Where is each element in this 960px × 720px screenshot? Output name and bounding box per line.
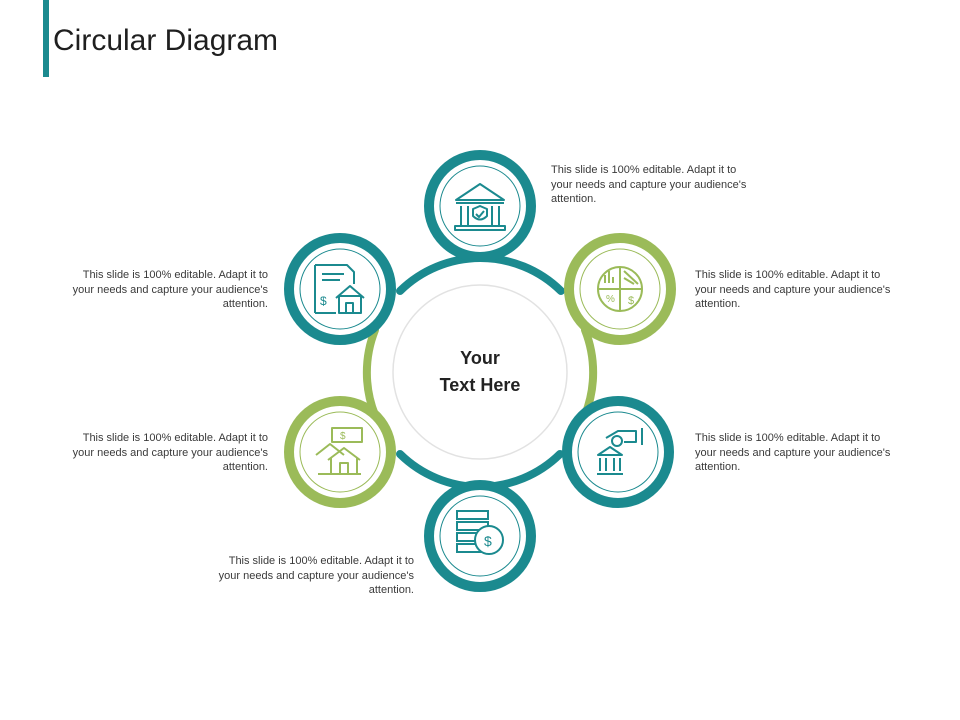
center-text: Your Text Here	[439, 348, 521, 395]
svg-text:$: $	[484, 533, 492, 549]
description-lower-right: This slide is 100% editable. Adapt it to…	[695, 432, 891, 473]
connector-arc-right	[581, 326, 598, 419]
node-top	[424, 150, 536, 262]
description-bottom: This slide is 100% editable. Adapt it to…	[218, 555, 414, 596]
description-lower-left: This slide is 100% editable. Adapt it to…	[72, 432, 268, 473]
description-upper-right: This slide is 100% editable. Adapt it to…	[695, 269, 891, 310]
svg-text:$: $	[628, 295, 634, 307]
title-accent-bar	[43, 0, 49, 77]
house-money-icon: $	[315, 427, 363, 475]
bank-shield-icon	[454, 183, 506, 231]
svg-text:$: $	[340, 431, 346, 442]
node-upper-right: % $	[564, 233, 676, 345]
page-title: Circular Diagram	[53, 24, 279, 57]
chart-percent-dollar-icon: % $	[597, 266, 643, 312]
document-house-dollar-icon: $	[314, 264, 365, 314]
node-upper-left: $	[284, 233, 396, 345]
svg-text:$: $	[320, 294, 327, 308]
description-top: This slide is 100% editable. Adapt it to…	[551, 164, 747, 205]
node-lower-right	[562, 396, 674, 508]
svg-text:%: %	[606, 294, 615, 305]
node-bottom: $	[424, 480, 536, 592]
hand-coin-bank-icon	[597, 428, 643, 475]
description-upper-left: This slide is 100% editable. Adapt it to…	[72, 269, 268, 310]
coins-dollar-icon: $	[456, 510, 504, 555]
connector-arc-left	[362, 326, 379, 419]
center-circle	[392, 284, 568, 460]
node-lower-left: $	[284, 396, 396, 508]
